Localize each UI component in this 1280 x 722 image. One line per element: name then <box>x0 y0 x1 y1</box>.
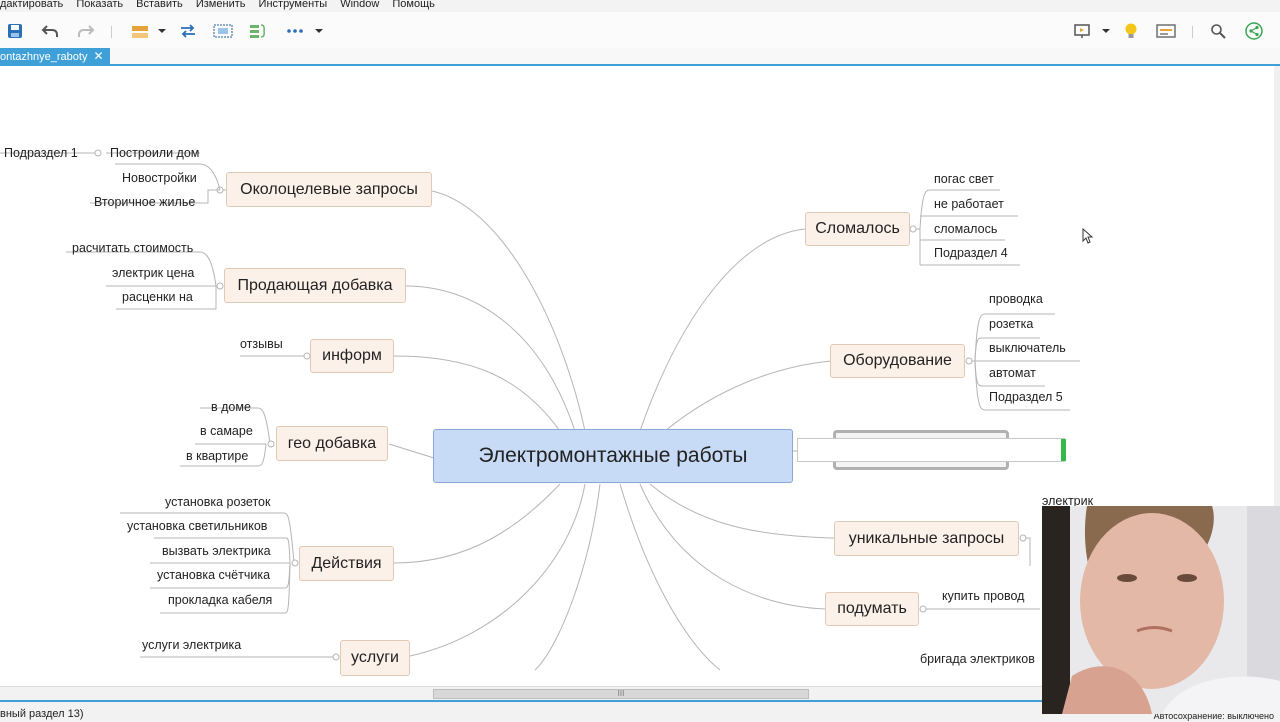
subtopic-v-kvartire[interactable]: в квартире <box>186 449 249 463</box>
subtopic-brigada[interactable]: бригада электриков <box>920 652 1035 666</box>
tab-label: ontazhnye_raboty <box>0 51 88 63</box>
webcam-overlay <box>1042 506 1280 714</box>
dropdown-icon[interactable] <box>1097 20 1115 42</box>
toolbar-separator <box>111 26 112 38</box>
panel-icon[interactable] <box>1155 20 1177 42</box>
subtopic-ustanovka-svetilnikov[interactable]: установка светильников <box>127 519 268 533</box>
horizontal-scrollbar[interactable]: III <box>0 686 1280 701</box>
close-icon[interactable]: ✕ <box>93 49 104 63</box>
boundary-icon[interactable] <box>212 20 234 42</box>
subtopic-postroili-dom[interactable]: Построили дом <box>110 146 200 160</box>
relationship-icon[interactable] <box>177 20 199 42</box>
topic-podumat[interactable]: подумать <box>825 592 919 626</box>
mouse-cursor-icon <box>1082 228 1094 244</box>
dropdown-icon[interactable] <box>153 20 171 42</box>
status-bar: вный раздел 13) Автосохранение: выключен… <box>0 700 1280 722</box>
topic-geo[interactable]: гео добавка <box>276 426 388 461</box>
subtopic-ustanovka-schetchika[interactable]: установка счётчика <box>157 568 271 582</box>
presenter-video-icon <box>1042 506 1280 714</box>
horizontal-scrollbar-thumb[interactable]: III <box>433 689 809 699</box>
menu-view[interactable]: Показать <box>76 0 124 10</box>
dropdown-icon[interactable] <box>310 20 328 42</box>
subtopic-vtorichnoe[interactable]: Вторичное жилье <box>94 195 196 209</box>
share-icon[interactable] <box>1243 20 1265 42</box>
presentation-icon[interactable] <box>1071 20 1093 42</box>
insert-topic-icon[interactable] <box>129 20 151 42</box>
subtopic-prokladka-kabelya[interactable]: прокладка кабеля <box>168 593 273 607</box>
subtopic-ne-rabotaet[interactable]: не работает <box>934 197 1004 211</box>
vertical-scrollbar[interactable] <box>1274 66 1280 686</box>
subtopic-novostroyki[interactable]: Новостройки <box>122 171 197 185</box>
topic-slomalos[interactable]: Сломалось <box>805 212 910 246</box>
subtopic-kupit-provod[interactable]: купить провод <box>942 589 1025 603</box>
toolbar-separator <box>1192 26 1193 38</box>
topic-oborudovanie[interactable]: Оборудование <box>830 344 965 378</box>
topic-unikalnye[interactable]: уникальные запросы <box>834 521 1019 556</box>
save-icon[interactable] <box>4 20 26 42</box>
lightbulb-icon[interactable] <box>1120 20 1142 42</box>
menu-edit[interactable]: дактировать <box>0 0 64 10</box>
subtopic-podrazdel-1[interactable]: Подраздел 1 <box>4 146 78 160</box>
subtopic-pogas-svet[interactable]: погас свет <box>934 172 994 186</box>
toolbar <box>0 12 1280 48</box>
menu-window[interactable]: Window <box>340 0 380 10</box>
subtopic-elektrik[interactable]: электрик <box>1042 494 1094 508</box>
subtopic-rozetka[interactable]: розетка <box>989 317 1034 331</box>
subtopic-ustanovka-rozetok[interactable]: установка розеток <box>165 495 271 509</box>
summary-icon[interactable] <box>247 20 269 42</box>
menu-modify[interactable]: Изменить <box>195 0 246 10</box>
subtopic-podrazdel-5[interactable]: Подраздел 5 <box>989 390 1063 404</box>
topic-okolotselevye[interactable]: Околоцелевые запросы <box>226 172 432 207</box>
topic-prodayushchaya[interactable]: Продающая добавка <box>224 268 406 303</box>
text-caret <box>1061 439 1066 461</box>
subtopic-vyzvat-elektrika[interactable]: вызвать электрика <box>162 544 271 558</box>
menu-help[interactable]: Помощь <box>392 0 435 10</box>
undo-icon[interactable] <box>39 20 61 42</box>
subtopic-avtomat[interactable]: автомат <box>989 366 1036 380</box>
subtopic-podrazdel-4[interactable]: Подраздел 4 <box>934 246 1008 260</box>
subtopic-otzyvy[interactable]: отзывы <box>240 337 283 351</box>
status-selection: вный раздел 13) <box>0 708 84 720</box>
subtopic-uslugi-elektrika[interactable]: услуги электрика <box>142 638 242 652</box>
subtopic-slomalos[interactable]: сломалось <box>934 222 998 236</box>
central-topic[interactable]: Электромонтажные работы <box>433 429 793 483</box>
topic-uslugi[interactable]: услуги <box>340 640 410 676</box>
topic-deystviya[interactable]: Действия <box>299 546 394 581</box>
menu-insert[interactable]: Вставить <box>136 0 183 10</box>
menu-bar: дактировать Показать Вставить Изменить И… <box>0 0 1280 12</box>
topic-inform[interactable]: информ <box>310 339 394 373</box>
redo-icon[interactable] <box>75 20 97 42</box>
search-icon[interactable] <box>1207 20 1229 42</box>
subtopic-v-samare[interactable]: в самаре <box>200 424 253 438</box>
subtopic-rastsenki[interactable]: расценки на <box>122 290 193 304</box>
subtopic-raschitat[interactable]: расчитать стоимость <box>72 241 194 255</box>
subtopic-v-dome[interactable]: в доме <box>211 400 251 414</box>
menu-tools[interactable]: Инструменты <box>258 0 328 10</box>
tab-document[interactable]: ontazhnye_raboty ✕ <box>0 48 110 64</box>
tab-bar: ontazhnye_raboty ✕ <box>0 48 1280 66</box>
subtopic-provodka[interactable]: проводка <box>989 292 1043 306</box>
subtopic-vyklyuchatel[interactable]: выключатель <box>989 341 1066 355</box>
topic-title-input[interactable] <box>797 438 1065 462</box>
status-autosave[interactable]: Автосохранение: выключено <box>1153 711 1274 721</box>
subtopic-elektrik-tsena[interactable]: электрик цена <box>112 266 195 280</box>
more-icon[interactable] <box>284 20 306 42</box>
